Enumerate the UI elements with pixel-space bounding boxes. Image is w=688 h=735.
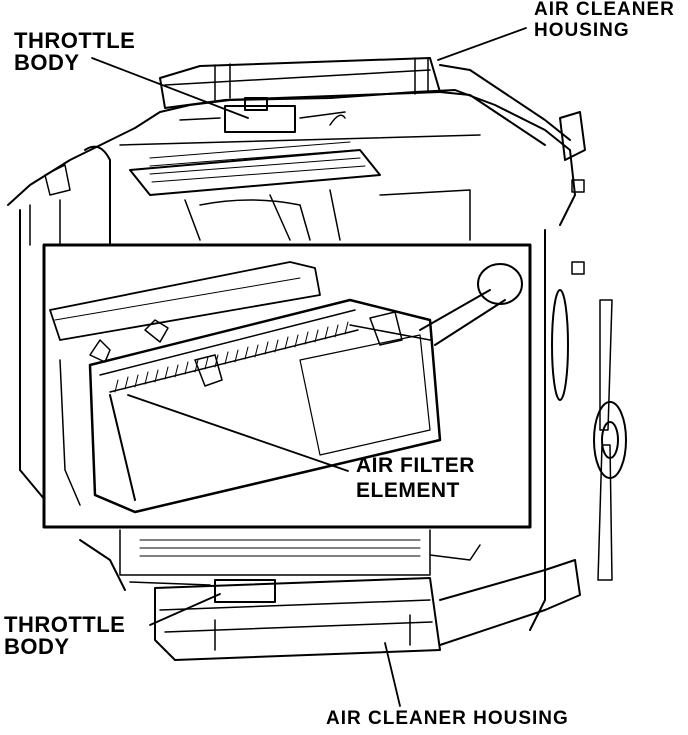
fan-assembly xyxy=(551,179,627,581)
label-throttle-body-bottom-line1: THROTTLE xyxy=(4,612,126,637)
air-filter-element xyxy=(88,263,523,514)
label-throttle-body-top-line1: THROTTLE xyxy=(14,28,136,53)
air-cleaner-housing-bottom xyxy=(154,559,581,661)
label-air-cleaner-housing-top-line2: HOUSING xyxy=(534,20,630,41)
leader-lines xyxy=(91,27,527,707)
label-air-cleaner-housing-top-line1: AIR CLEANER xyxy=(534,0,675,20)
label-throttle-body-bottom-line2: BODY xyxy=(4,634,70,659)
throttle-body-bottom xyxy=(129,579,276,603)
label-air-cleaner-housing-bottom: AIR CLEANER HOUSING xyxy=(326,708,569,729)
label-air-filter-element-line1: AIR FILTER xyxy=(356,454,475,477)
throttle-body-top xyxy=(179,97,346,133)
air-cleaner-housing-top xyxy=(159,57,586,161)
inset-frame xyxy=(42,243,532,529)
label-air-filter-element-line2: ELEMENT xyxy=(356,479,460,502)
label-throttle-body-top-line2: BODY xyxy=(14,50,80,75)
engine-lower xyxy=(79,529,481,591)
engine-block xyxy=(7,89,576,631)
